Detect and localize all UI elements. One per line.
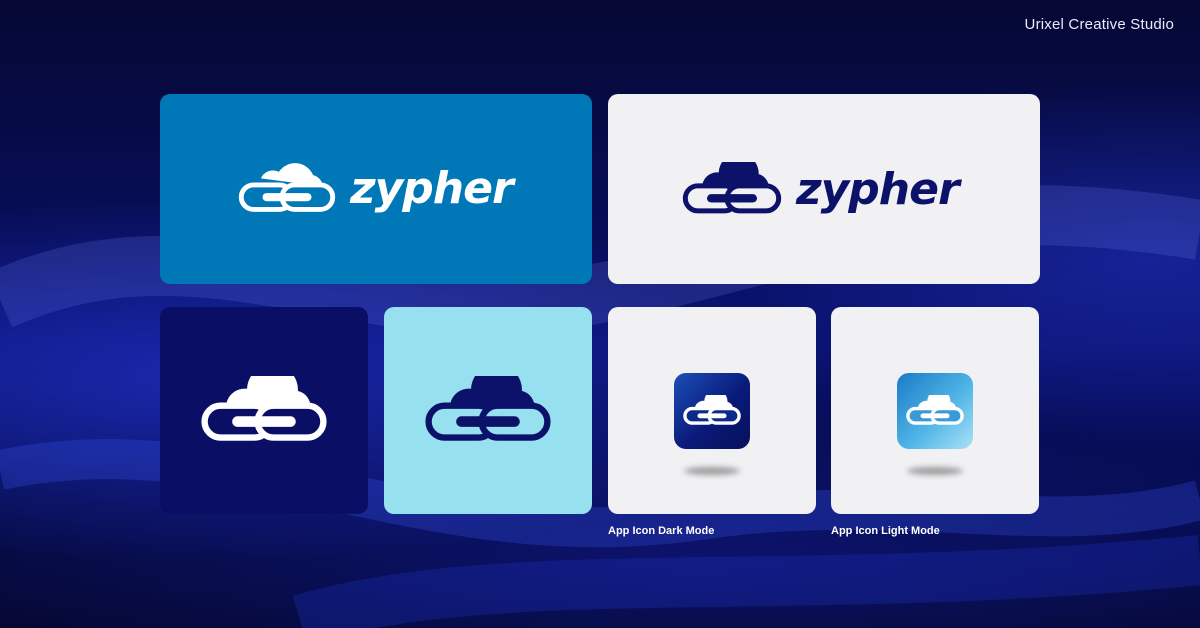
caption-light-mode: App Icon Light Mode: [831, 525, 940, 537]
wordmark: zypher: [796, 164, 960, 215]
icon-shadow: [684, 467, 740, 475]
logo-lockup-navy: zypher: [682, 162, 960, 218]
app-icon-light-card: [831, 307, 1039, 514]
caption-dark-mode: App Icon Dark Mode: [608, 525, 715, 537]
app-icon-dark-card: [608, 307, 816, 514]
cloud-link-logo-icon: [683, 395, 741, 425]
cloud-link-logo-icon: [425, 375, 551, 441]
cloud-link-logo-icon: [238, 163, 336, 212]
cloud-link-logo-icon: [906, 395, 964, 425]
icon-shadow: [907, 467, 963, 475]
wordmark: zypher: [350, 163, 514, 214]
cloud-link-logo-icon: [201, 375, 327, 441]
studio-name: Urixel Creative Studio: [1024, 16, 1174, 33]
cloud-link-logo-icon: [682, 162, 782, 214]
app-icon-dark: [674, 373, 750, 449]
app-icon-light: [897, 373, 973, 449]
logo-card-light: zypher: [608, 94, 1040, 284]
logo-card-blue: zypher: [160, 94, 592, 284]
mark-card-navy: [160, 307, 368, 514]
mark-card-cyan: [384, 307, 592, 514]
logo-lockup-white: zypher: [238, 162, 514, 216]
